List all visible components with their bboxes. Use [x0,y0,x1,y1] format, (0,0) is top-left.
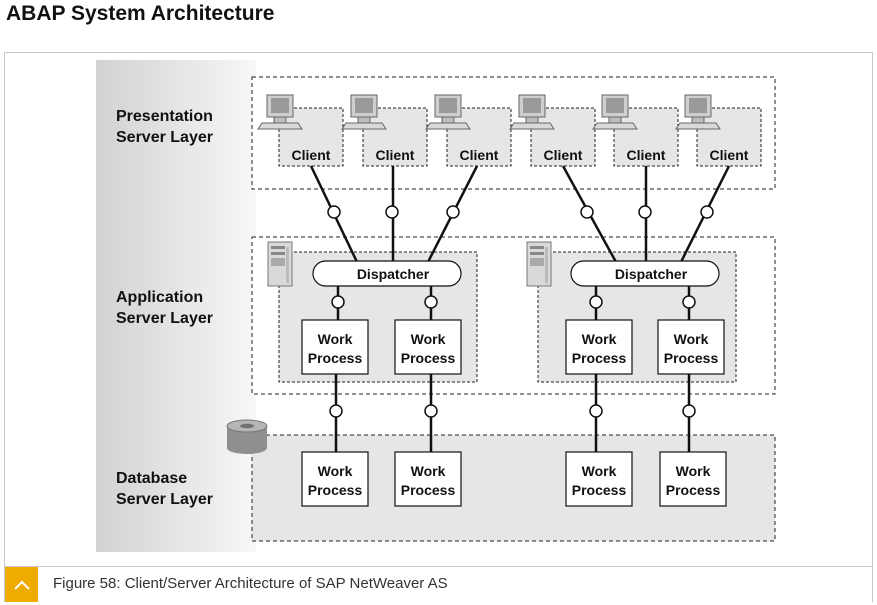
application-layer-label: Application Server Layer [116,289,213,327]
connector-node [589,295,603,309]
dispatcher-label: Dispatcher [357,266,430,282]
architecture-diagram: Presentation Server Layer Application Se… [96,60,776,552]
computer-icon [675,94,721,130]
layer-label-band [96,60,256,552]
figure-caption-bar: Figure 58: Client/Server Architecture of… [5,566,872,602]
client-box [362,107,428,167]
svg-text:Process: Process [664,350,719,366]
svg-text:Process: Process [308,350,363,366]
client-box [278,107,344,167]
client-box [446,107,512,167]
client-box [696,107,762,167]
database-layer-label: Database Server Layer [116,470,213,508]
svg-text:Process: Process [572,482,627,498]
db-work-process: Work Process [301,451,369,507]
svg-text:Process: Process [572,350,627,366]
connector-node [385,205,399,219]
svg-text:Work: Work [318,463,353,479]
connector-node [331,295,345,309]
computer-icon [257,94,303,130]
client-label: Client [292,147,331,163]
svg-text:Process: Process [308,482,363,498]
svg-text:Process: Process [401,482,456,498]
connector-node [700,205,714,219]
connector-node [682,404,696,418]
connector-node [329,404,343,418]
svg-text:Work: Work [582,463,617,479]
client-label: Client [710,147,749,163]
client-box [530,107,596,167]
client-label: Client [544,147,583,163]
client-label: Client [460,147,499,163]
svg-text:Work: Work [318,331,353,347]
db-work-process: Work Process [565,451,633,507]
dispatcher-label: Dispatcher [615,266,688,282]
figure-caption: Figure 58: Client/Server Architecture of… [53,575,448,592]
svg-text:Process: Process [666,482,721,498]
app-work-process: Work Process [657,319,725,375]
dispatcher-box [312,260,462,287]
server-icon [526,241,552,287]
connector-node [682,295,696,309]
chevron-up-icon [13,580,30,590]
caption-collapse-button[interactable] [5,567,38,602]
svg-text:Work: Work [411,331,446,347]
svg-text:Work: Work [674,331,709,347]
db-work-process: Work Process [659,451,727,507]
computer-icon [509,94,555,130]
client-box [613,107,679,167]
client-label: Client [376,147,415,163]
svg-text:Work: Work [411,463,446,479]
connector-node [580,205,594,219]
app-work-process: Work Process [394,319,462,375]
svg-text:Process: Process [401,350,456,366]
computer-icon [425,94,471,130]
server-icon [267,241,293,287]
connector-nodes [327,205,714,418]
svg-text:Work: Work [582,331,617,347]
presentation-layer-label: Presentation Server Layer [116,108,217,146]
database-icon [226,419,268,454]
clients-group [278,107,762,167]
connector-node [589,404,603,418]
app-work-process: Work Process [565,319,633,375]
connector-node [446,205,460,219]
svg-text:Work: Work [676,463,711,479]
dispatcher-box [570,260,720,287]
computer-icon [341,94,387,130]
db-work-process: Work Process [394,451,462,507]
connector-node [327,205,341,219]
computer-icon [592,94,638,130]
app-work-process: Work Process [301,319,369,375]
connector-node [638,205,652,219]
connector-node [424,404,438,418]
connector-node [424,295,438,309]
page-title: ABAP System Architecture [6,2,275,25]
client-label: Client [627,147,666,163]
